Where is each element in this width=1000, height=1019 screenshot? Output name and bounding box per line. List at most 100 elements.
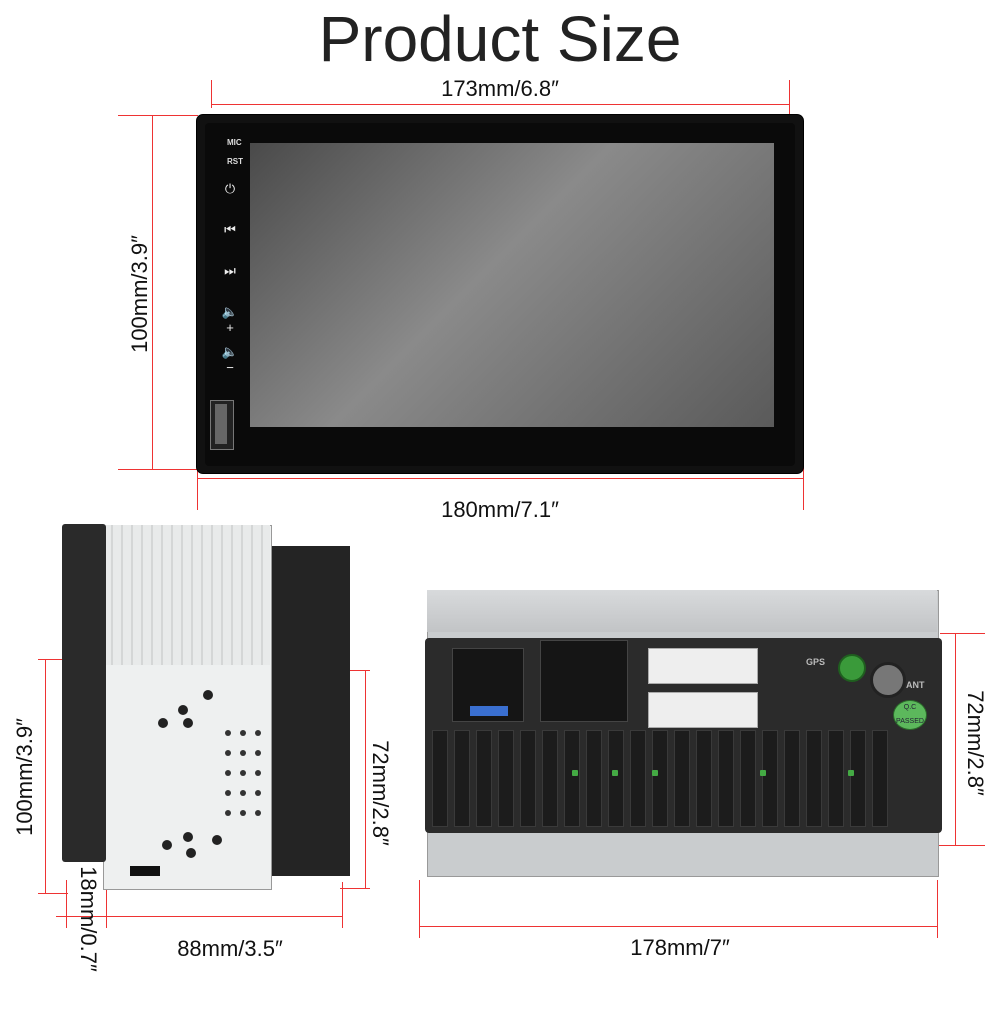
heatsink-fin [520, 730, 536, 827]
heatsink-fin [718, 730, 734, 827]
vent-hole [255, 790, 261, 796]
chassis-slot [130, 866, 160, 876]
dim-tick [197, 470, 198, 510]
mount-hole [162, 840, 172, 850]
heatsink-fin [850, 730, 866, 827]
heatsink-fin [762, 730, 778, 827]
heatsink-fin [498, 730, 514, 827]
harness-connector-top [648, 648, 758, 684]
dimension-line [211, 104, 790, 105]
dim-tick [340, 888, 370, 889]
dim-tick [340, 670, 370, 671]
touch-screen[interactable] [250, 143, 774, 427]
heatsink-fin [542, 730, 558, 827]
vent-hole [225, 750, 231, 756]
side-depth-label: 88mm/3.5″ [177, 936, 283, 961]
qc-passed-sticker: Q.C PASSED [893, 700, 927, 730]
next-track-icon[interactable]: ⏭ [224, 263, 236, 278]
harness-connector-bottom [648, 692, 758, 728]
vent-hole [240, 810, 246, 816]
usb-slot [215, 404, 227, 444]
dimension-line [56, 916, 106, 917]
heatsink-fin [432, 730, 448, 827]
ant-label: ANT [906, 680, 925, 690]
aux-connector [540, 640, 628, 722]
mount-hole [186, 848, 196, 858]
led-indicator [848, 770, 854, 776]
previous-track-icon[interactable]: ⏮ [224, 222, 236, 237]
led-indicator [612, 770, 618, 776]
dim-tick [38, 893, 68, 894]
vent-hole [225, 730, 231, 736]
heatsink-fin [476, 730, 492, 827]
dim-tick [38, 659, 68, 660]
vent-hole [225, 810, 231, 816]
vent-hole [225, 770, 231, 776]
back-width-label: 178mm/7″ [630, 935, 730, 960]
heatsink-fin [608, 730, 624, 827]
heatsink-fin [454, 730, 470, 827]
led-indicator [652, 770, 658, 776]
heatsink-fin [806, 730, 822, 827]
heatsink-fin [564, 730, 580, 827]
front-bottom-width-label: 180mm/7.1″ [441, 497, 559, 522]
dimension-line [106, 916, 342, 917]
chassis-vent-area [103, 525, 270, 665]
led-indicator [572, 770, 578, 776]
rear-connector-block [270, 546, 350, 876]
dimension-line [419, 926, 938, 927]
mount-hole [203, 690, 213, 700]
mount-hole [178, 705, 188, 715]
dim-tick [211, 80, 212, 108]
dim-tick [789, 80, 790, 135]
heatsink-fin [784, 730, 800, 827]
dim-tick [118, 115, 198, 116]
mic-label: MIC [227, 138, 242, 147]
front-height-label: 100mm/3.9″ [127, 235, 152, 353]
mount-hole [212, 835, 222, 845]
volume-down-icon[interactable]: 🔈− [221, 344, 239, 375]
vent-hole [240, 730, 246, 736]
vent-hole [225, 790, 231, 796]
dim-tick [419, 880, 420, 938]
vent-hole [255, 770, 261, 776]
dimension-line [152, 115, 153, 470]
dim-tick [940, 633, 985, 634]
gps-label: GPS [806, 657, 826, 667]
vent-hole [240, 770, 246, 776]
heatsink-fin [740, 730, 756, 827]
power-icon[interactable]: ⏻ [224, 181, 236, 196]
vent-hole [240, 750, 246, 756]
gps-port[interactable] [838, 654, 866, 682]
side-rear-height-label: 72mm/2.8″ [368, 740, 393, 846]
mount-hole [158, 718, 168, 728]
vent-hole [255, 730, 261, 736]
dim-tick [803, 450, 804, 510]
heatsink-fin [586, 730, 602, 827]
heatsink-fin [652, 730, 668, 827]
dim-tick [342, 882, 343, 928]
chassis-top-panel [427, 590, 937, 632]
heatsink-fin [674, 730, 690, 827]
vent-hole [255, 810, 261, 816]
rst-button[interactable]: RST [227, 157, 243, 166]
led-indicator [760, 770, 766, 776]
vent-hole [255, 750, 261, 756]
dimension-line [197, 478, 804, 479]
antenna-port[interactable] [870, 662, 906, 698]
heatsink-fin [630, 730, 646, 827]
dim-tick [106, 888, 107, 928]
dimension-line [955, 633, 956, 845]
dim-tick [66, 880, 67, 928]
page-title: Product Size [318, 3, 682, 75]
volume-up-icon[interactable]: 🔈+ [221, 304, 239, 335]
mount-hole [183, 832, 193, 842]
vent-hole [240, 790, 246, 796]
dimension-line [45, 659, 46, 894]
dimension-line [365, 670, 366, 889]
front-top-width-label: 173mm/6.8″ [441, 76, 559, 101]
heatsink-fin [696, 730, 712, 827]
dim-tick [118, 469, 198, 470]
side-height-label: 100mm/3.9″ [12, 718, 37, 836]
fuse [470, 706, 508, 716]
